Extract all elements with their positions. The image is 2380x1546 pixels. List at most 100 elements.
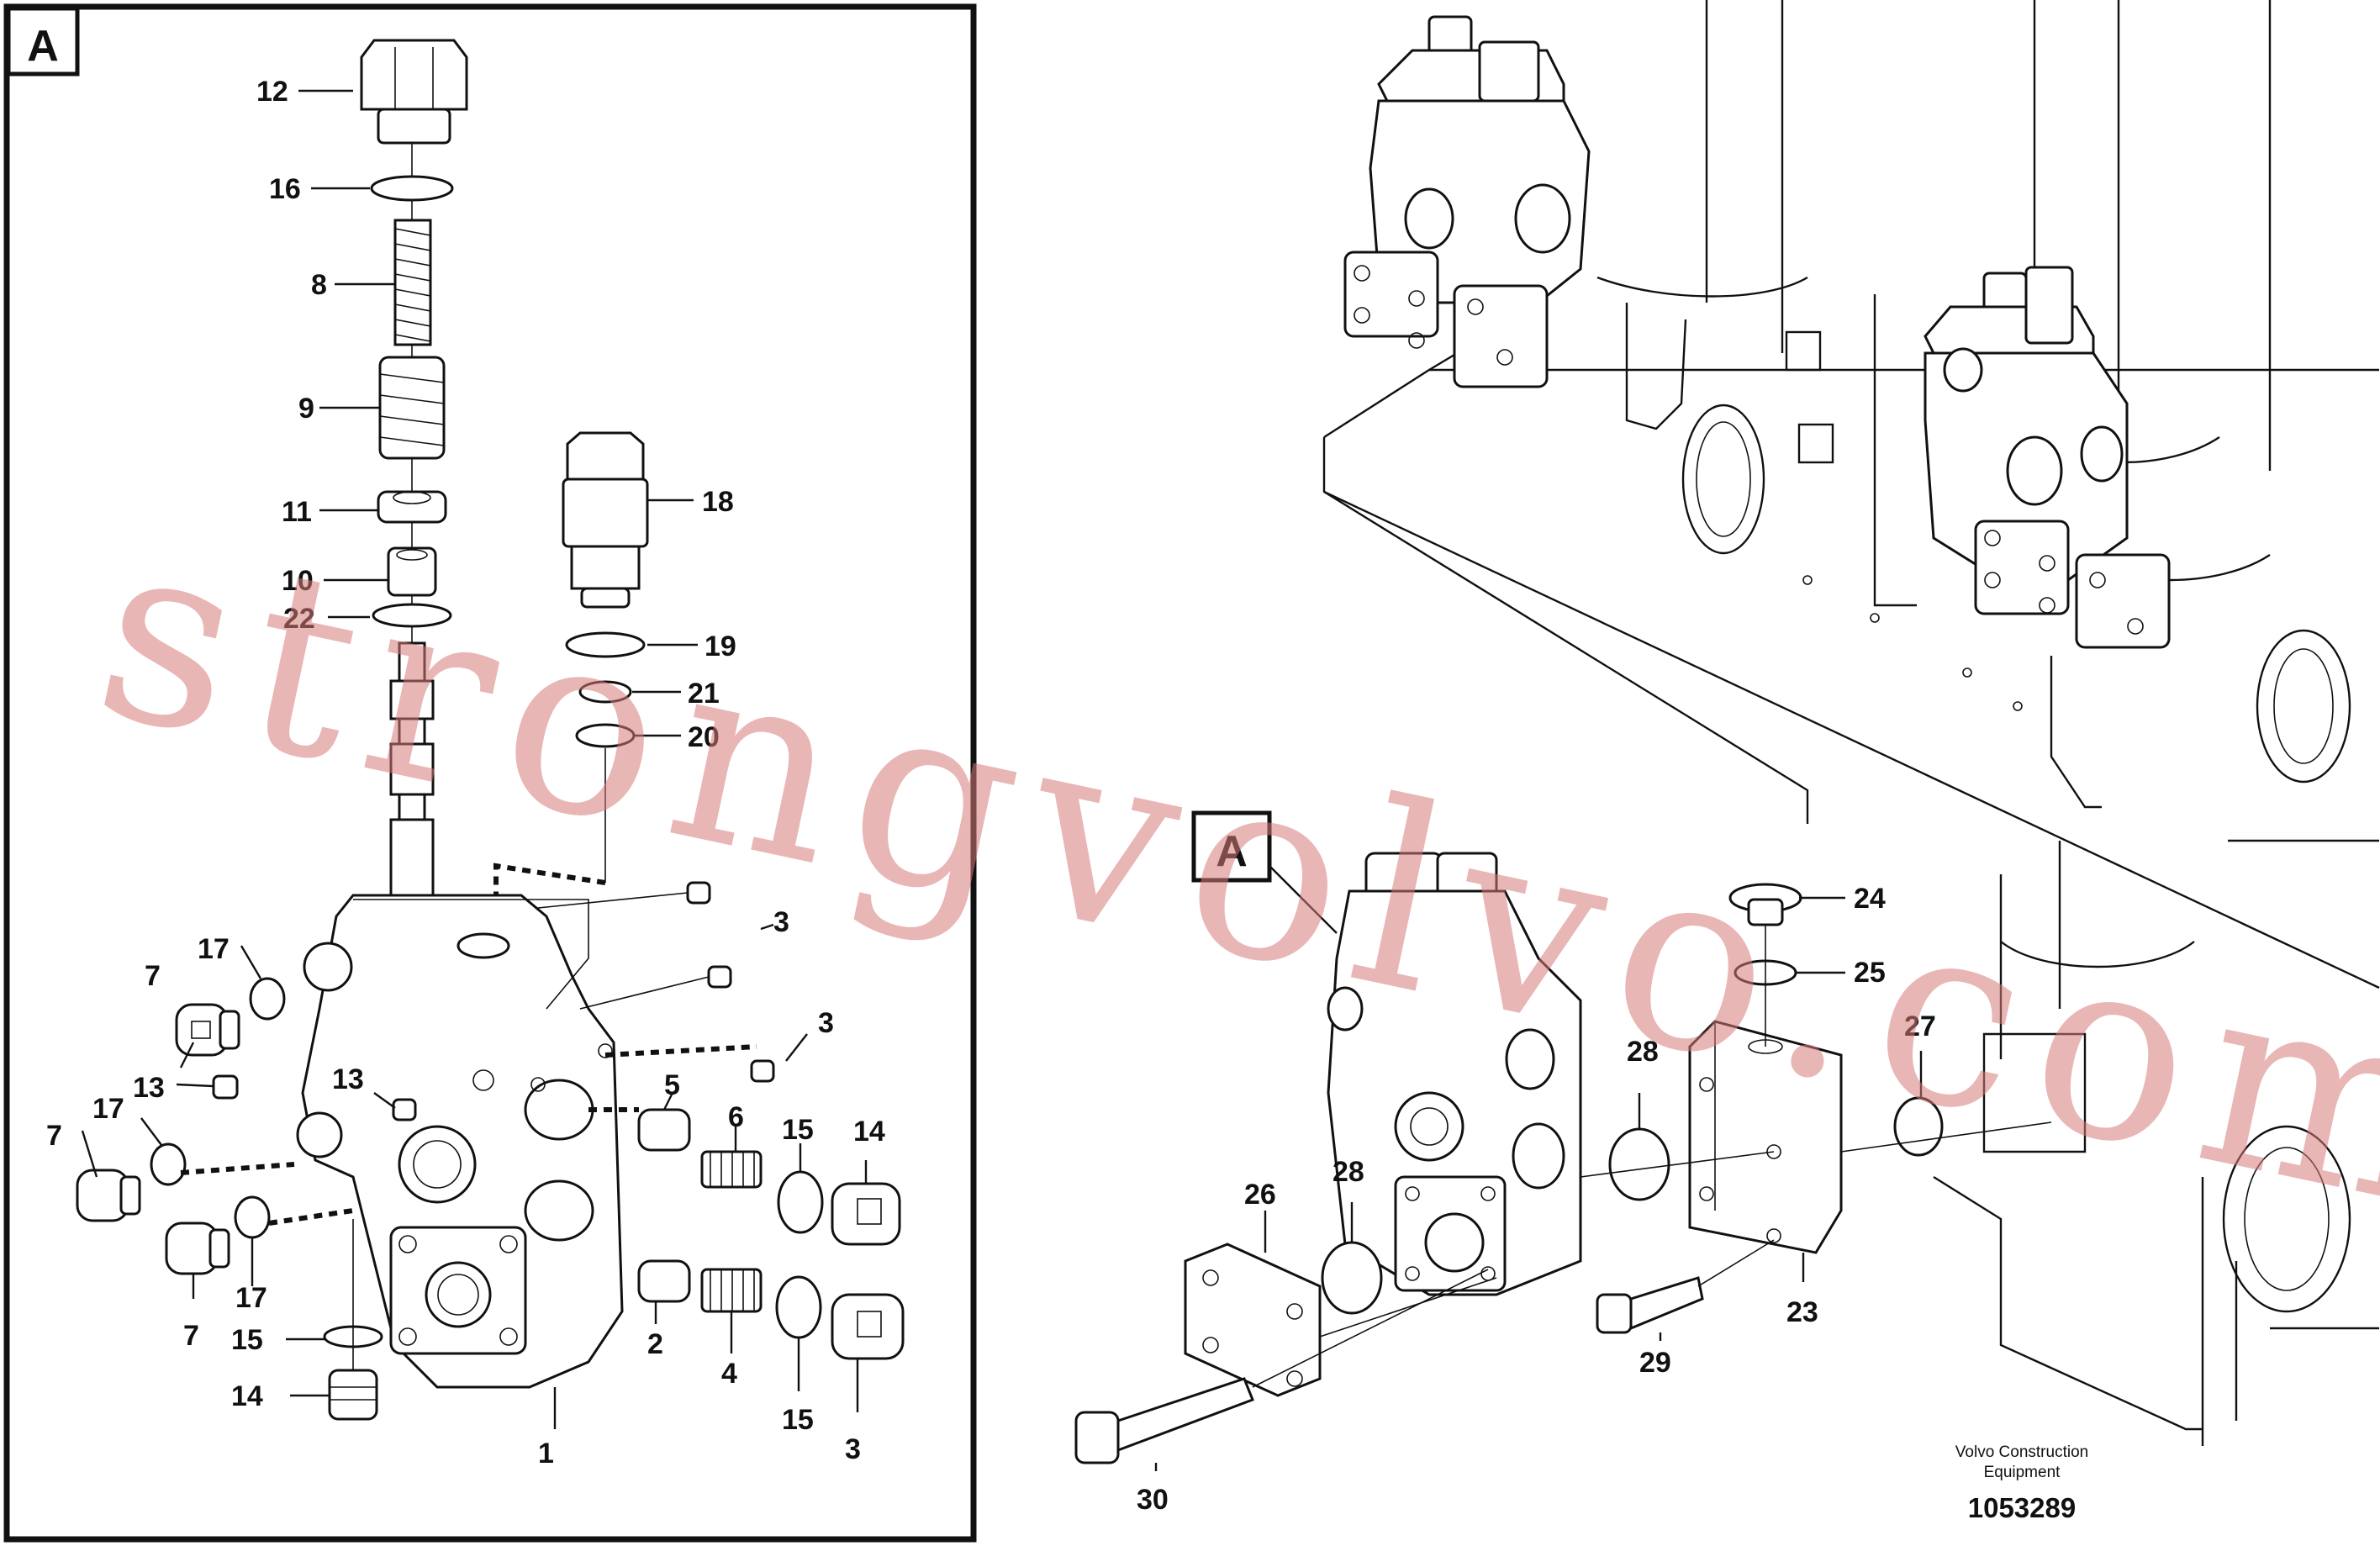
label-13a: 13 <box>133 1072 165 1104</box>
o-ring-15-upper <box>777 1170 824 1234</box>
assembly-guides-right <box>1252 925 2052 1388</box>
o-ring-17-mid <box>150 1142 187 1186</box>
bolt-30 <box>1074 1377 1254 1464</box>
valve-body-1 <box>296 894 624 1389</box>
label-14a: 14 <box>853 1116 885 1148</box>
label-23: 23 <box>1786 1296 1818 1328</box>
plug-3-small-b <box>707 965 732 989</box>
o-ring-22 <box>372 603 452 628</box>
label-3c: 3 <box>845 1433 861 1465</box>
label-3a: 3 <box>773 906 789 938</box>
piston-5 <box>637 1108 691 1152</box>
label-29: 29 <box>1639 1347 1671 1379</box>
label-9: 9 <box>298 393 314 425</box>
label-3b: 3 <box>818 1007 834 1039</box>
label-17c: 17 <box>235 1282 267 1314</box>
plug-3-small-c <box>750 1059 775 1083</box>
detail-frame <box>3 3 977 1543</box>
brand-line-1: Volvo Construction <box>1955 1443 2088 1461</box>
label-1: 1 <box>538 1438 554 1469</box>
leader-lines-right <box>1154 896 1923 1471</box>
label-21: 21 <box>688 678 720 710</box>
seat-10 <box>387 546 437 597</box>
label-7c: 7 <box>183 1320 199 1352</box>
backup-ring-21 <box>578 680 632 704</box>
leader-lines-detail <box>81 89 868 1429</box>
label-19: 19 <box>705 631 736 662</box>
o-ring-15-lower <box>775 1275 822 1339</box>
spool <box>389 641 435 905</box>
callout-marker: A <box>1216 827 1248 876</box>
o-ring-27 <box>1893 1096 1944 1157</box>
o-ring-16 <box>370 175 454 202</box>
label-25: 25 <box>1854 957 1886 989</box>
plug-7-bottom <box>165 1221 230 1275</box>
label-6: 6 <box>728 1101 744 1133</box>
label-15a: 15 <box>782 1114 814 1146</box>
cover-plate-26 <box>1184 1243 1322 1397</box>
plug-14-bottom <box>328 1369 378 1421</box>
part-labels: 12 16 8 9 11 10 22 18 19 21 20 3 3 17 7 … <box>46 76 1936 1516</box>
leader-3a-guide <box>537 892 689 909</box>
label-2: 2 <box>647 1328 663 1360</box>
mounted-valve-upper <box>1343 15 1591 388</box>
label-17b: 17 <box>92 1093 124 1125</box>
label-20: 20 <box>688 721 720 753</box>
plug-7-mid <box>76 1169 141 1222</box>
footer-block: Volvo Construction Equipment 1053289 <box>1955 1443 2088 1523</box>
o-ring-28-upper <box>1608 1127 1670 1201</box>
o-ring-19 <box>565 631 646 658</box>
label-26: 26 <box>1244 1179 1276 1211</box>
spring-8 <box>393 219 432 346</box>
brand-line-2: Equipment <box>1984 1464 2061 1481</box>
left-hidden-lines <box>180 1162 354 1226</box>
label-7b: 7 <box>46 1120 62 1152</box>
label-10: 10 <box>282 565 314 597</box>
label-30: 30 <box>1137 1484 1169 1516</box>
detail-marker-box <box>6 6 80 77</box>
leader-3b-guide <box>579 976 710 1010</box>
spring-4 <box>700 1268 763 1313</box>
label-27: 27 <box>1904 1010 1936 1042</box>
label-5: 5 <box>664 1069 680 1101</box>
plug-3-right <box>831 1293 905 1360</box>
label-16: 16 <box>269 173 301 205</box>
cap-plug-12 <box>360 39 468 145</box>
o-ring-17-bottom <box>234 1195 271 1239</box>
detail-marker: A <box>27 22 59 71</box>
label-28b: 28 <box>1332 1156 1364 1188</box>
spring-6 <box>700 1150 763 1189</box>
label-4: 4 <box>721 1358 737 1390</box>
adapter-block-23 <box>1688 1020 1843 1254</box>
callout-marker-leader <box>1269 865 1338 934</box>
label-22: 22 <box>283 603 315 635</box>
spring-9 <box>378 356 446 460</box>
label-15c: 15 <box>231 1324 263 1356</box>
exploded-valve-a <box>1327 852 1582 1296</box>
callout-marker-box <box>1191 810 1272 883</box>
mounted-valve-lower <box>1924 266 2171 649</box>
label-13b: 13 <box>332 1063 364 1095</box>
drawing-number: 1053289 <box>1968 1492 2076 1523</box>
label-24: 24 <box>1854 883 1886 915</box>
plug-7-top <box>175 1003 240 1057</box>
sensor-hidden-line <box>493 863 606 908</box>
label-7a: 7 <box>145 960 161 992</box>
label-18: 18 <box>702 486 734 518</box>
plug-13-top <box>212 1074 239 1100</box>
plug-14-right <box>831 1182 901 1246</box>
label-28a: 28 <box>1627 1036 1659 1068</box>
label-15b: 15 <box>782 1404 814 1436</box>
right-hidden-lines <box>588 1044 757 1112</box>
o-ring-28-lower <box>1321 1241 1383 1315</box>
label-11: 11 <box>282 496 312 528</box>
washer-11 <box>377 490 447 524</box>
plug-13-mid <box>392 1098 417 1121</box>
o-ring-17-top <box>249 977 286 1021</box>
piston-2 <box>637 1259 691 1303</box>
screw-29 <box>1596 1276 1704 1334</box>
label-12: 12 <box>256 76 288 108</box>
label-8: 8 <box>311 269 327 301</box>
label-14b: 14 <box>231 1380 263 1412</box>
